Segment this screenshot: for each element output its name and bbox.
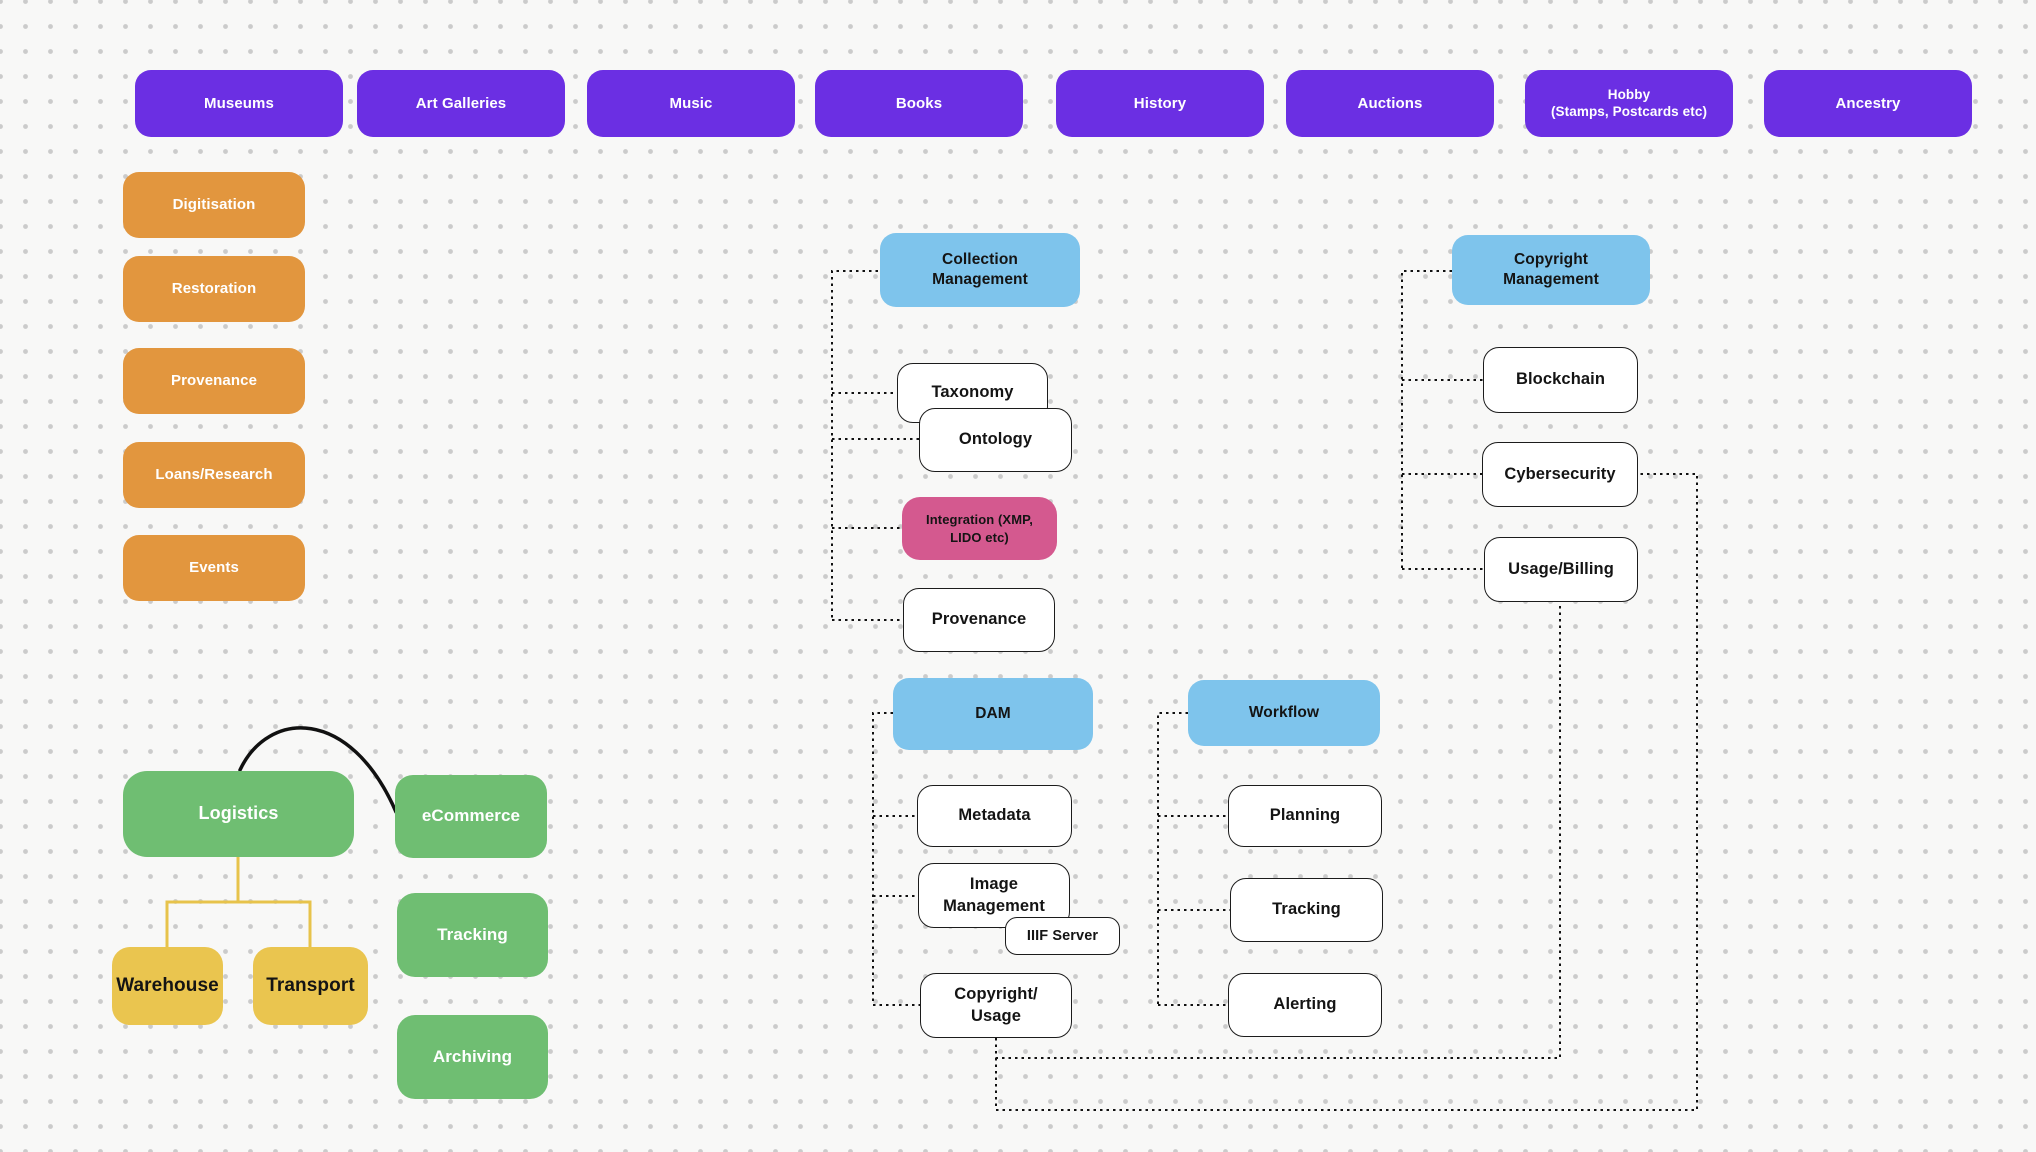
node-archiving[interactable]: Archiving (397, 1015, 548, 1099)
node-tracking-green[interactable]: Tracking (397, 893, 548, 977)
node-cybersecurity[interactable]: Cybersecurity (1482, 442, 1638, 507)
node-digitisation[interactable]: Digitisation (123, 172, 305, 238)
node-tracking-workflow[interactable]: Tracking (1230, 878, 1383, 942)
node-art-galleries[interactable]: Art Galleries (357, 70, 565, 137)
node-books[interactable]: Books (815, 70, 1023, 137)
node-restoration[interactable]: Restoration (123, 256, 305, 322)
node-blockchain[interactable]: Blockchain (1483, 347, 1638, 413)
node-ecommerce[interactable]: eCommerce (395, 775, 547, 858)
connector-collection-tree[interactable] (831, 270, 919, 621)
node-integration[interactable]: Integration (XMP, LIDO etc) (902, 497, 1057, 560)
node-ontology[interactable]: Ontology (919, 408, 1072, 472)
connector-copyright-tree[interactable] (1401, 270, 1484, 570)
node-alerting[interactable]: Alerting (1228, 973, 1382, 1037)
node-logistics[interactable]: Logistics (123, 771, 354, 857)
node-metadata[interactable]: Metadata (917, 785, 1072, 847)
node-music[interactable]: Music (587, 70, 795, 137)
connector-logistics-children[interactable] (165, 857, 312, 947)
node-provenance-collection[interactable]: Provenance (903, 588, 1055, 652)
node-ancestry[interactable]: Ancestry (1764, 70, 1972, 137)
connector-workflow-tree[interactable] (1157, 712, 1230, 1006)
node-transport[interactable]: Transport (253, 947, 368, 1025)
node-hobby[interactable]: Hobby (Stamps, Postcards etc) (1525, 70, 1733, 137)
node-museums[interactable]: Museums (135, 70, 343, 137)
node-workflow[interactable]: Workflow (1188, 680, 1380, 746)
node-collection-management[interactable]: Collection Management (880, 233, 1080, 307)
node-copyright-management[interactable]: Copyright Management (1452, 235, 1650, 305)
connector-logistics-ecommerce-arc[interactable] (238, 726, 398, 814)
connector-copyright-usage-to-cybersecurity[interactable] (995, 473, 1698, 1111)
connector-dam-tree[interactable] (872, 712, 920, 1006)
node-dam[interactable]: DAM (893, 678, 1093, 750)
node-auctions[interactable]: Auctions (1286, 70, 1494, 137)
node-warehouse[interactable]: Warehouse (112, 947, 223, 1025)
node-copyright-usage[interactable]: Copyright/ Usage (920, 973, 1072, 1038)
node-events[interactable]: Events (123, 535, 305, 601)
node-usage-billing[interactable]: Usage/Billing (1484, 537, 1638, 602)
node-history[interactable]: History (1056, 70, 1264, 137)
node-planning[interactable]: Planning (1228, 785, 1382, 847)
node-provenance[interactable]: Provenance (123, 348, 305, 414)
node-loans-research[interactable]: Loans/Research (123, 442, 305, 508)
node-iiif-server[interactable]: IIIF Server (1005, 917, 1120, 955)
